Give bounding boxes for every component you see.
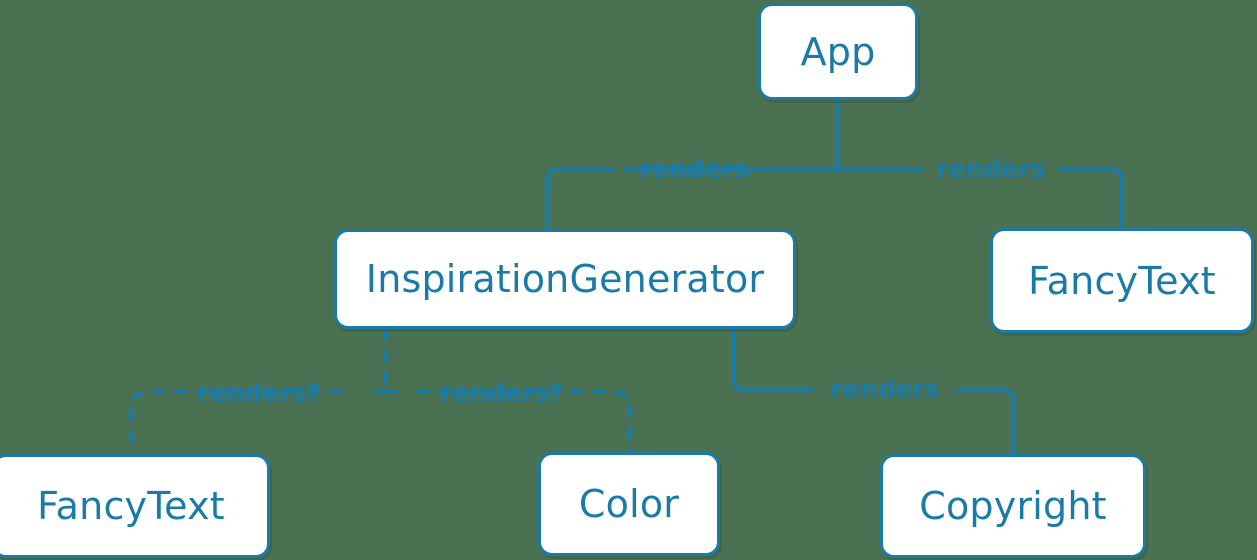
- edge-label-inspiration-generator-to-color: renders?: [440, 378, 564, 408]
- node-fancytext-right-label: FancyText: [1028, 258, 1216, 303]
- edge-label-inspiration-generator-to-copyright: renders: [830, 374, 940, 404]
- node-fancytext-right[interactable]: FancyText: [990, 228, 1254, 333]
- node-fancytext-bottom-label: FancyText: [37, 484, 225, 528]
- node-copyright-label: Copyright: [919, 484, 1107, 528]
- edge-app-to-fancytext-right: [836, 167, 1124, 230]
- node-inspiration-generator[interactable]: InspirationGenerator: [334, 229, 796, 329]
- edge-inspiration-generator-to-fancytext-bottom: [130, 390, 387, 456]
- node-fancytext-bottom[interactable]: FancyText: [0, 454, 270, 558]
- node-color[interactable]: Color: [538, 452, 720, 556]
- node-app-label: App: [800, 29, 876, 74]
- edge-label-app-to-fancytext-right: renders: [936, 154, 1046, 184]
- node-copyright[interactable]: Copyright: [880, 454, 1146, 558]
- edge-app-to-inspiration-generator: [546, 167, 840, 231]
- edge-inspiration-generator-to-color: [383, 390, 632, 454]
- edge-label-inspiration-generator-to-fancytext-bottom: renders?: [197, 378, 321, 408]
- node-color-label: Color: [578, 482, 680, 526]
- node-app[interactable]: App: [758, 3, 918, 100]
- edge-inspiration-generator-to-copyright: [732, 327, 1016, 456]
- edge-label-app-to-inspiration-generator: renders: [639, 154, 749, 184]
- node-inspiration-generator-label: InspirationGenerator: [365, 257, 765, 301]
